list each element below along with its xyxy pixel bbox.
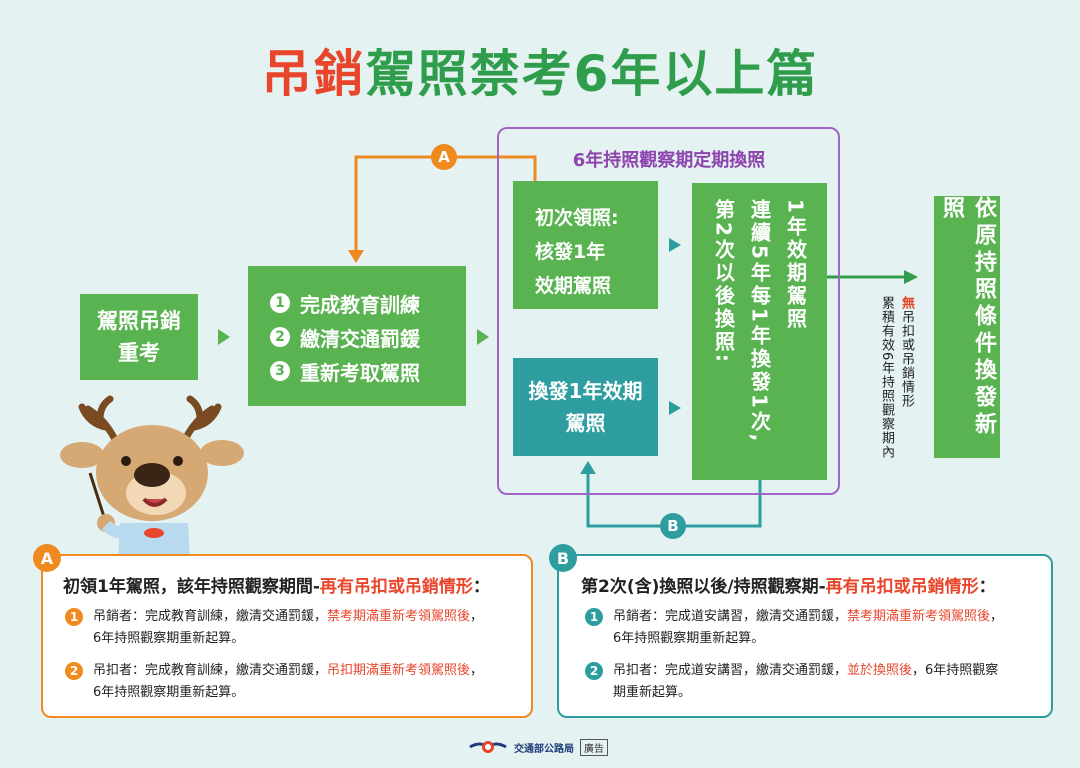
renew-one-year-box: 換發1年效期駕照 bbox=[513, 358, 658, 456]
revoked-retest-box: 駕照吊銷重考 bbox=[80, 294, 198, 380]
title-red-part: 吊銷 bbox=[261, 45, 366, 103]
panel-b-item1-pre: 吊銷者：完成道安講習，繳清交通罰鍰， bbox=[613, 609, 848, 624]
step-number-1: 1 bbox=[270, 293, 290, 313]
condition-line1: 無吊扣或吊銷情形 bbox=[897, 296, 915, 459]
arrow-steps-to-period bbox=[477, 329, 489, 345]
panel-a-item1-pre: 吊銷者：完成教育訓練，繳清交通罰鍰， bbox=[93, 609, 328, 624]
step-text-1: 完成教育訓練 bbox=[300, 292, 420, 317]
step-number-3: 3 bbox=[270, 361, 290, 381]
panel-b-item1-line2: 6年持照觀察期重新起算。 bbox=[613, 631, 765, 646]
deer-left-eye bbox=[121, 456, 131, 466]
second-renewal-box: 1年效期駕照 連續5年每1年換發1次, 第2次以後換照: bbox=[692, 183, 827, 480]
condition-line1-rest: 吊扣或吊銷情形 bbox=[899, 310, 914, 408]
second-renewal-col3: 第2次以後換照: bbox=[711, 199, 736, 365]
second-renewal-col1: 1年效期駕照 bbox=[783, 199, 808, 331]
panel-b-renewal-rules: B 第2次(含)換照以後/持照觀察期-再有吊扣或吊銷情形： 1 吊銷者：完成道安… bbox=[549, 544, 1053, 718]
panel-b-tab: B bbox=[549, 544, 577, 572]
requirement-step: 1 完成教育訓練 bbox=[270, 286, 466, 320]
panel-a-item1: 吊銷者：完成教育訓練，繳清交通罰鍰，禁考期滿重新考領駕照後， 6年持照觀察期重新… bbox=[93, 606, 483, 650]
arrow-to-final-head bbox=[904, 270, 918, 284]
step-text-3: 重新考取駕照 bbox=[300, 360, 420, 385]
first-license-line1: 初次領照: bbox=[535, 207, 619, 229]
panel-b-heading-text: 第2次(含)換照以後/持照觀察期- bbox=[581, 577, 826, 597]
first-license-box: 初次領照: 核發1年 效期駕照 bbox=[513, 181, 658, 309]
condition-note: 無吊扣或吊銷情形 累積有效6年持照觀察期內 bbox=[855, 296, 915, 459]
arrow-revoke-to-steps bbox=[218, 329, 230, 345]
loop-b-arrowhead bbox=[580, 461, 596, 474]
deer-left-ear bbox=[60, 442, 104, 468]
requirement-step: 2 繳清交通罰鍰 bbox=[270, 320, 466, 354]
panel-b-item2-post: ，6年持照觀察 bbox=[912, 663, 999, 678]
revoked-retest-text: 駕照吊銷重考 bbox=[97, 309, 181, 365]
panel-b-item2-number: 2 bbox=[585, 662, 603, 680]
requirement-step: 3 重新考取駕照 bbox=[270, 354, 466, 388]
panel-a-heading: 初領1年駕照，該年持照觀察期間-再有吊扣或吊銷情形： bbox=[63, 572, 490, 597]
loop-a-label: A bbox=[431, 144, 457, 170]
panel-a-item2-red: 吊扣期滿重新考領駕照後 bbox=[327, 663, 471, 678]
shirt-badge bbox=[144, 528, 164, 538]
panel-b-item1-red: 禁考期滿重新考領駕照後 bbox=[847, 609, 991, 624]
deer-right-ear bbox=[200, 440, 244, 466]
panel-a-item2-pre: 吊扣者：完成教育訓練，繳清交通罰鍰， bbox=[93, 663, 328, 678]
panel-a-heading-text: 初領1年駕照，該年持照觀察期間- bbox=[63, 577, 320, 597]
first-license-line3: 效期駕照 bbox=[535, 275, 612, 297]
step-number-2: 2 bbox=[270, 327, 290, 347]
panel-a-item1-number: 1 bbox=[65, 608, 83, 626]
observation-period-frame bbox=[497, 127, 840, 495]
panel-b-item1-post: ， bbox=[990, 609, 1004, 624]
panel-b-item2-line2: 期重新起算。 bbox=[613, 685, 692, 700]
page-title: 吊銷駕照禁考6年以上篇 bbox=[0, 34, 1080, 106]
renew-one-year-text: 換發1年效期駕照 bbox=[528, 379, 643, 435]
panel-b-heading: 第2次(含)換照以後/持照觀察期-再有吊扣或吊銷情形： bbox=[581, 572, 996, 597]
deer-nose bbox=[134, 463, 170, 487]
deer-mouth bbox=[142, 497, 168, 507]
panel-a-item2-line2: 6年持照觀察期重新起算。 bbox=[93, 685, 245, 700]
first-license-line2: 核發1年 bbox=[535, 241, 606, 263]
panel-b-item1-number: 1 bbox=[585, 608, 603, 626]
panel-a-item1-post: ， bbox=[470, 609, 484, 624]
condition-line2: 累積有效6年持照觀察期內 bbox=[879, 296, 894, 460]
deer-body bbox=[118, 523, 190, 560]
panel-b-item2-red: 並於換照後 bbox=[847, 663, 913, 678]
loop-a-arrowhead bbox=[348, 250, 364, 263]
condition-red-word: 無 bbox=[899, 296, 914, 310]
deer-mascot-illustration bbox=[60, 395, 244, 560]
panel-b-item2: 吊扣者：完成道安講習，繳清交通罰鍰，並於換照後，6年持照觀察 期重新起算。 bbox=[613, 660, 998, 704]
deer-arm bbox=[101, 520, 129, 539]
final-renewal-text: 依原持照條件換發新照 bbox=[939, 196, 996, 439]
ad-badge: 廣告 bbox=[580, 738, 608, 756]
panel-a-item2-number: 2 bbox=[65, 662, 83, 680]
panel-a-item2: 吊扣者：完成教育訓練，繳清交通罰鍰，吊扣期滿重新考領駕照後， 6年持照觀察期重新… bbox=[93, 660, 483, 704]
panel-b-item1: 吊銷者：完成道安講習，繳清交通罰鍰，禁考期滿重新考領駕照後， 6年持照觀察期重新… bbox=[613, 606, 1003, 650]
panel-a-tab: A bbox=[33, 544, 61, 572]
deer-left-antler bbox=[78, 395, 122, 449]
step-text-2: 繳清交通罰鍰 bbox=[300, 326, 420, 351]
footer: 交通部公路局 廣告 bbox=[468, 736, 608, 758]
second-renewal-col2: 連續5年每1年換發1次, bbox=[747, 199, 772, 445]
arrow-renew-to-vertical bbox=[669, 401, 681, 415]
title-green-part: 駕照禁考6年以上篇 bbox=[365, 45, 819, 103]
loop-b-label: B bbox=[660, 513, 686, 539]
panel-a-item2-post: ， bbox=[470, 663, 484, 678]
arrow-first-to-vertical bbox=[669, 238, 681, 252]
agency-logo-icon bbox=[469, 741, 507, 753]
panel-b-heading-end: ： bbox=[978, 577, 996, 597]
panel-a-item1-line2: 6年持照觀察期重新起算。 bbox=[93, 631, 245, 646]
panel-a-heading-end: ： bbox=[472, 577, 490, 597]
observation-period-title: 6年持照觀察期定期換照 bbox=[572, 150, 766, 171]
requirements-box: 1 完成教育訓練 2 繳清交通罰鍰 3 重新考取駕照 bbox=[248, 266, 466, 406]
panel-b-item2-pre: 吊扣者：完成道安講習，繳清交通罰鍰， bbox=[613, 663, 848, 678]
deer-right-eye bbox=[173, 456, 183, 466]
final-renewal-box: 依原持照條件換發新照 bbox=[934, 196, 1000, 458]
panel-a-item1-red: 禁考期滿重新考領駕照後 bbox=[327, 609, 471, 624]
agency-name: 交通部公路局 bbox=[514, 743, 574, 755]
panel-b-heading-red: 再有吊扣或吊銷情形 bbox=[825, 577, 979, 597]
panel-a-heading-red: 再有吊扣或吊銷情形 bbox=[319, 577, 473, 597]
panel-a-first-license-rules: A 初領1年駕照，該年持照觀察期間-再有吊扣或吊銷情形： 1 吊銷者：完成教育訓… bbox=[33, 544, 533, 718]
